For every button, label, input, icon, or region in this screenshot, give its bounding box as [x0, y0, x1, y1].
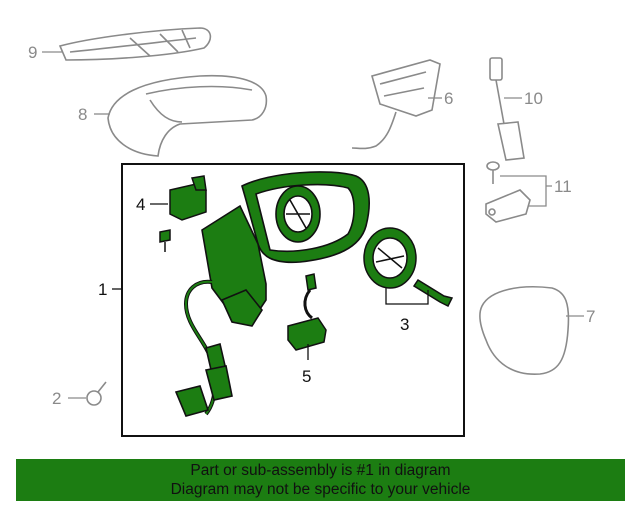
callout-2: 2	[52, 389, 61, 408]
leader-3	[385, 288, 429, 305]
callout-8: 8	[78, 105, 87, 124]
part-4-module[interactable]	[169, 175, 207, 221]
part-10-sensor[interactable]	[489, 57, 525, 161]
callout-10: 10	[524, 89, 543, 108]
assembly-screw	[159, 229, 171, 252]
leader-11	[500, 175, 552, 207]
callout-1: 1	[98, 280, 107, 299]
part-1-mirror-assembly[interactable]	[174, 171, 370, 417]
assembly-box	[121, 163, 465, 437]
part-info-banner: Part or sub-assembly is #1 in diagram Di…	[16, 459, 625, 501]
part-7-mirror-glass[interactable]	[479, 286, 570, 375]
callout-9: 9	[28, 43, 37, 62]
callout-5: 5	[302, 367, 311, 386]
part-3-actuator[interactable]	[363, 227, 454, 308]
parts-diagram: 9 8 6 10 11 7 2	[28, 27, 595, 437]
callout-4: 4	[136, 195, 145, 214]
callout-6: 6	[444, 89, 453, 108]
part-2-screw[interactable]	[86, 381, 107, 406]
part-5-connector[interactable]	[287, 273, 327, 351]
banner-line-1: Part or sub-assembly is #1 in diagram	[190, 462, 451, 479]
callout-7: 7	[586, 307, 595, 326]
part-11-bracket[interactable]	[485, 161, 531, 223]
callout-3: 3	[400, 315, 409, 334]
part-8-mirror-cover[interactable]	[107, 74, 268, 157]
banner-line-2: Diagram may not be specific to your vehi…	[170, 481, 471, 498]
part-9-turn-signal[interactable]	[58, 27, 212, 61]
part-6-bracket[interactable]	[351, 59, 441, 150]
callout-11: 11	[554, 177, 572, 196]
